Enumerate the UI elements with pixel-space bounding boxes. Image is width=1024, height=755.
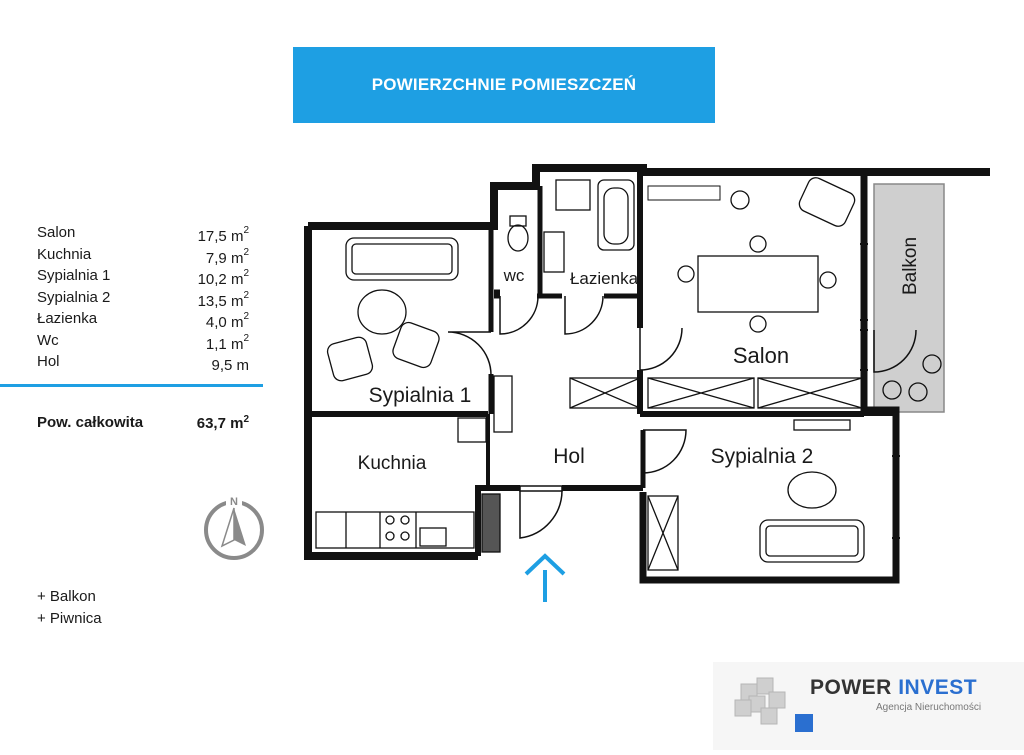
total-value: 63,7 m — [196, 415, 244, 432]
area-value: 17,5 m — [197, 228, 244, 245]
area-unit-sup: 2 — [243, 311, 249, 322]
area-row-lazienka: Łazienka 4,0 m2 — [37, 308, 252, 331]
windows — [305, 185, 899, 538]
area-value: 13,5 m — [197, 292, 244, 310]
area-name: Hol — [37, 353, 60, 370]
area-row-wc: Wc 1,1 m2 — [37, 330, 252, 353]
area-value: 9,5 m — [211, 357, 249, 374]
area-unit-sup: 2 — [243, 289, 249, 301]
room-label-wc: wc — [503, 266, 525, 285]
extra-piwnica: + Piwnica — [37, 610, 102, 627]
room-label-lazienka: Łazienka — [570, 269, 639, 288]
area-name: Sypialnia 1 — [37, 267, 111, 284]
area-value: 7,9 m — [205, 249, 244, 267]
compass-icon: N — [204, 494, 264, 560]
total-area-row: Pow. całkowita 63,7 m2 — [37, 414, 252, 436]
area-row-sypialnia-2: Sypialnia 2 13,5 m2 — [37, 287, 252, 310]
brand-name: POWER INVEST — [810, 676, 978, 699]
extra-balkon: + Balkon — [37, 588, 96, 605]
room-label-hol: Hol — [553, 445, 585, 468]
area-name: Sypialnia 2 — [37, 288, 111, 306]
area-row-kuchnia: Kuchnia 7,9 m2 — [37, 244, 252, 267]
area-value: 1,1 m — [205, 335, 244, 353]
area-value: 4,0 m — [205, 314, 244, 331]
doors — [447, 295, 917, 539]
brand-subtitle: Agencja Nieruchomości — [876, 702, 982, 713]
divider-rule — [0, 384, 263, 387]
area-row-salon: Salon 17,5 m2 — [37, 222, 252, 245]
area-value: 10,2 m — [197, 271, 244, 288]
balcony-area — [873, 183, 945, 413]
area-unit-sup: 2 — [243, 246, 249, 258]
area-name: Kuchnia — [37, 245, 92, 263]
room-label-sypialnia-1: Sypialnia 1 — [369, 384, 472, 407]
room-label-salon: Salon — [733, 343, 789, 368]
area-row-hol: Hol 9,5 m — [37, 351, 252, 374]
room-label-balkon: Balkon — [900, 237, 921, 295]
area-unit-sup: 2 — [243, 225, 249, 236]
area-unit-sup: 2 — [243, 332, 249, 344]
area-row-sypialnia-1: Sypialnia 1 10,2 m2 — [37, 265, 252, 288]
compass-north-label: N — [230, 496, 238, 508]
title-banner: POWIERZCHNIE POMIESZCZEŃ — [293, 47, 715, 123]
total-label: Pow. całkowita — [37, 414, 144, 431]
logo-cubes-icon — [713, 662, 1024, 750]
area-name: Wc — [37, 331, 59, 349]
entrance-arrow-icon — [524, 553, 566, 602]
room-label-sypialnia-2: Sypialnia 2 — [711, 445, 814, 468]
wardrobes — [481, 375, 863, 571]
room-label-kuchnia: Kuchnia — [358, 453, 427, 474]
total-unit-sup: 2 — [243, 414, 249, 425]
area-name: Łazienka — [37, 310, 98, 327]
page-title: POWIERZCHNIE POMIESZCZEŃ — [371, 75, 637, 94]
walls — [304, 164, 990, 584]
extras-list: + Balkon + Piwnica — [37, 586, 102, 630]
furniture — [315, 177, 942, 563]
area-unit-sup: 2 — [243, 268, 249, 279]
logo: POWER INVEST Agencja Nieruchomości — [713, 662, 1024, 750]
area-name: Salon — [37, 224, 76, 241]
